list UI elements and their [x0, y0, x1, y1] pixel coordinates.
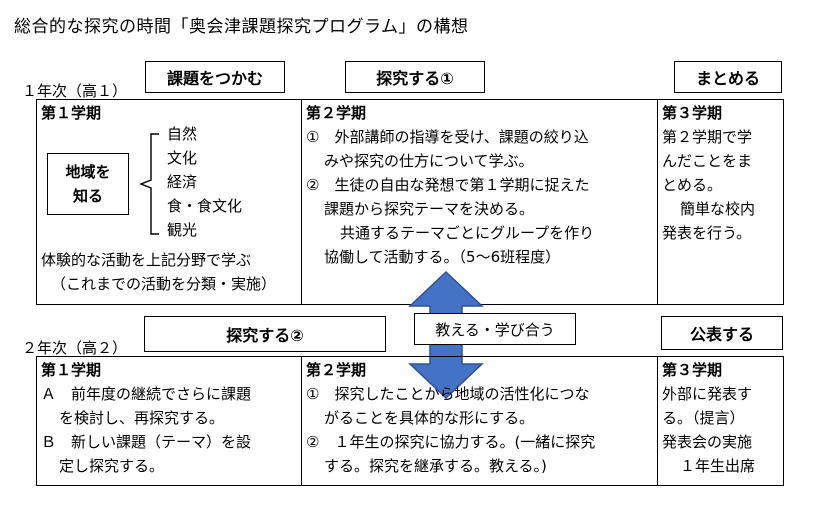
term3-line: んだことをま [662, 152, 753, 170]
term2-line: みや探究の仕方について学ぶ。 [324, 152, 534, 170]
year2-label: ２年次（高２） [22, 339, 128, 357]
y2-term3-line: る。（提言） [662, 409, 745, 427]
topic-item: 経済 [167, 173, 198, 191]
term2-line: 課題から探究テーマを決める。 [324, 200, 535, 218]
y2-term2-line: する。探究を継承する。教える。) [324, 457, 547, 475]
year2-term1-cell: 第１学期 Ａ 前年度の継続でさらに課題 を検討し、再探究する。 Ｂ 新しい課題（… [37, 357, 301, 485]
year1-term3-heading: 第３学期 [662, 104, 723, 122]
phase-label-summarize: まとめる [674, 61, 782, 93]
y2-term2-line: がることを具体的な形にする。 [324, 409, 535, 427]
topic-item: 自然 [167, 125, 198, 143]
term3-line: 発表を行う。 [662, 224, 752, 242]
year1-table: 第１学期 地域を 知る 自然 文化 経済 食・食文化 観光 体験的な活動を上記分… [36, 99, 784, 305]
term1-note-line: （これまでの活動を分類・実施） [51, 275, 277, 293]
phase-label-publish: 公表する [661, 316, 783, 350]
area-box-line-2: 知る [72, 187, 103, 205]
term3-line: とめる。 [662, 176, 723, 194]
y2-term3-line: 発表会の実施 [662, 433, 753, 451]
term1-note-line: 体験的な活動を上記分野で学ぶ [41, 251, 252, 269]
y2-term1-line: 定し探究する。 [59, 457, 165, 475]
year1-term1-heading: 第１学期 [41, 104, 102, 122]
y2-term2-line: ① 探究したことから地域の活性化につな [306, 385, 590, 403]
topic-list: 自然 文化 経済 食・食文化 観光 [167, 122, 242, 242]
page-title: 総合的な探究の時間「奥会津課題探究プログラム」の構想 [14, 17, 469, 37]
term2-line: 協働して活動する。（5～6班程度） [324, 248, 561, 266]
term2-line: ② 生徒の自由な発想で第１学期に捉えた [306, 176, 590, 194]
exchange-label: 教える・学び合う [414, 313, 576, 345]
year1-term1-cell: 第１学期 地域を 知る 自然 文化 経済 食・食文化 観光 体験的な活動を上記分… [37, 100, 301, 304]
y2-term1-line: Ａ 前年度の継続でさらに課題 [41, 385, 252, 403]
year1-label: １年次（高１） [22, 82, 128, 100]
term3-line: 第２学期で学 [662, 128, 753, 146]
term3-line: 簡単な校内 [680, 200, 756, 218]
topic-item: 文化 [167, 149, 198, 167]
y2-term3-line: １年生出席 [680, 457, 756, 475]
year2-term3-cell: 第３学期 外部に発表す る。（提言） 発表会の実施 １年生出席 [657, 357, 783, 485]
phase-label-inquiry-2: 探究する② [144, 316, 386, 352]
topic-item: 観光 [167, 221, 198, 239]
y2-term1-line: を検討し、再探究する。 [59, 409, 225, 427]
year1-term2-cell: 第２学期 ① 外部講師の指導を受け、課題の絞り込 みや探究の仕方について学ぶ。 … [301, 100, 657, 304]
y2-term2-line: ② １年生の探究に協力する。(一緒に探究 [306, 433, 596, 451]
area-box: 地域を 知る [47, 153, 129, 215]
phase-label-inquiry-1: 探究する① [345, 61, 485, 93]
year1-term3-cell: 第３学期 第２学期で学 んだことをま とめる。 簡単な校内 発表を行う。 [657, 100, 783, 304]
term2-line: 共通するテーマごとにグループを作り [340, 224, 595, 242]
term2-line: ① 外部講師の指導を受け、課題の絞り込 [306, 128, 589, 146]
area-box-line-1: 地域を [65, 163, 111, 181]
year2-term3-heading: 第３学期 [662, 361, 723, 379]
year2-term2-heading: 第２学期 [306, 361, 367, 379]
year2-term1-heading: 第１学期 [41, 361, 102, 379]
phase-label-grasp-issue: 課題をつかむ [145, 61, 285, 93]
year1-term2-heading: 第２学期 [306, 104, 367, 122]
brace-icon [139, 133, 159, 235]
y2-term1-line: Ｂ 新しい課題（テーマ）を設 [41, 433, 252, 451]
y2-term3-line: 外部に発表す [662, 385, 753, 403]
year2-term2-cell: 第２学期 ① 探究したことから地域の活性化につな がることを具体的な形にする。 … [301, 357, 657, 485]
topic-item: 食・食文化 [167, 197, 243, 215]
year2-table: 第１学期 Ａ 前年度の継続でさらに課題 を検討し、再探究する。 Ｂ 新しい課題（… [36, 356, 784, 486]
